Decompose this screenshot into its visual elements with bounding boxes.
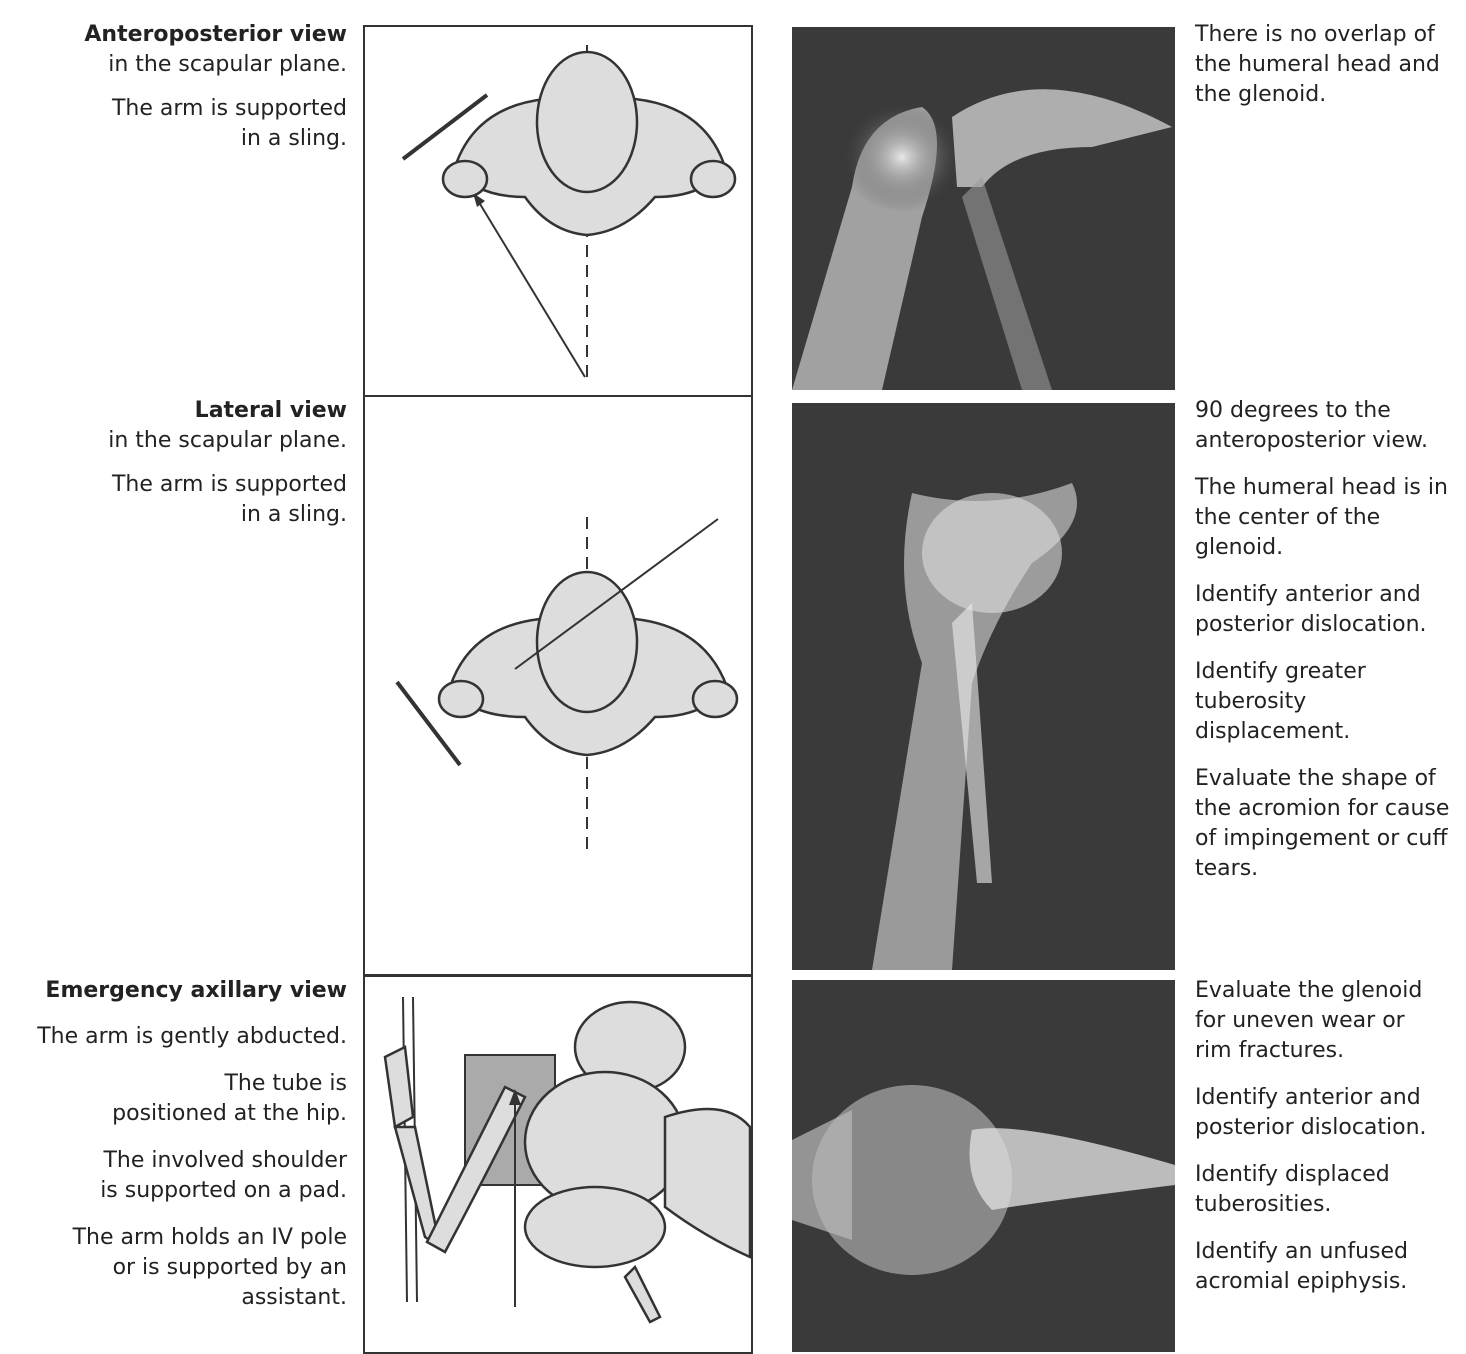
- axillary-view-notes: Evaluate the glenoid for uneven wear or …: [1195, 976, 1465, 1314]
- instruction: The tube is positioned at the hip.: [112, 1071, 347, 1126]
- note: Evaluate the shape of the acromion for c…: [1195, 766, 1450, 881]
- note: The humeral head is in the center of the…: [1195, 475, 1448, 560]
- note: Identify anterior and posterior dislocat…: [1195, 582, 1427, 637]
- ap-view-subtitle: in the scapular plane.: [108, 52, 347, 77]
- note: Identify greater tuberosity displacement…: [1195, 659, 1366, 744]
- instruction: The arm is supported in a sling.: [111, 96, 347, 151]
- axillary-view-instructions: Emergency axillary view The arm is gentl…: [2, 976, 347, 1330]
- note: Identify an unfused acromial epiphysis.: [1195, 1239, 1408, 1294]
- axillary-view-radiograph: [792, 980, 1175, 1352]
- lateral-view-subtitle: in the scapular plane.: [108, 428, 347, 453]
- ap-view-notes: There is no overlap of the humeral head …: [1195, 20, 1465, 127]
- note: There is no overlap of the humeral head …: [1195, 22, 1440, 107]
- ap-view-radiograph: [792, 27, 1175, 390]
- instruction: The arm is supported in a sling.: [111, 472, 347, 527]
- ap-view-diagram: [363, 25, 753, 397]
- note: Evaluate the glenoid for uneven wear or …: [1195, 978, 1423, 1063]
- note: 90 degrees to the anteroposterior view.: [1195, 398, 1428, 453]
- lateral-view-radiograph: [792, 403, 1175, 970]
- ap-view-instructions: Anteroposterior view in the scapular pla…: [17, 20, 347, 171]
- axillary-view-title: Emergency axillary view: [45, 978, 347, 1003]
- lateral-view-notes: 90 degrees to the anteroposterior view. …: [1195, 396, 1465, 901]
- note: Identify anterior and posterior dislocat…: [1195, 1085, 1427, 1140]
- lateral-view-title: Lateral view: [194, 398, 347, 423]
- instruction: The involved shoulder is supported on a …: [100, 1148, 347, 1203]
- axillary-view-diagram: [363, 975, 753, 1354]
- lateral-view-diagram: [363, 395, 753, 976]
- instruction: The arm is gently abducted.: [37, 1024, 347, 1049]
- lateral-view-instructions: Lateral view in the scapular plane. The …: [17, 396, 347, 547]
- note: Identify displaced tuberosities.: [1195, 1162, 1390, 1217]
- ap-view-title: Anteroposterior view: [84, 22, 347, 47]
- instruction: The arm holds an IV pole or is supported…: [72, 1225, 347, 1310]
